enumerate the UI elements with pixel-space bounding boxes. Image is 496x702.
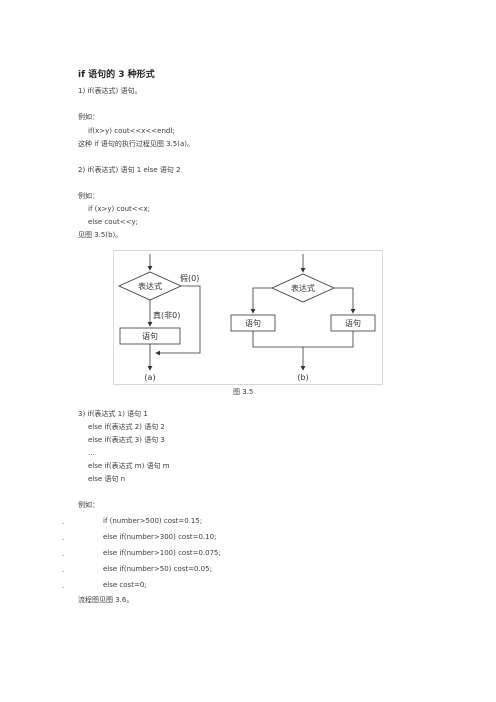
- figure-caption: 图 3.5: [233, 388, 254, 396]
- flowchart-b: 表达式 语句 语句 (b): [230, 254, 376, 382]
- bullet-mark: .: [62, 550, 65, 558]
- form3-code-line: if (number>500) cost=0.15;: [103, 517, 203, 525]
- bullet-mark: .: [62, 582, 65, 590]
- form3-line: else 语句 n: [88, 475, 126, 483]
- flowchart-b-sub-label: (b): [297, 373, 308, 382]
- form1-example-label: 例如：: [78, 113, 99, 121]
- form1-code: if(x>y) cout<<x<<endl;: [88, 127, 175, 135]
- flowchart-b-diamond-label: 表达式: [291, 283, 315, 293]
- form1-title: 1) if(表达式) 语句。: [78, 87, 142, 95]
- flowchart-svg: 表达式 假(0) 真(非0) 语句 (a) 表达式 语句 语句: [113, 250, 383, 385]
- form2-example-label: 例如：: [78, 192, 99, 200]
- flowchart-figure-3-5: 表达式 假(0) 真(非0) 语句 (a) 表达式 语句 语句: [113, 250, 383, 385]
- form3-title: 3) if(表达式 1) 语句 1: [78, 410, 148, 418]
- figure-frame: [113, 250, 383, 385]
- final-note: 流程图见图 3.6。: [78, 596, 134, 604]
- flowchart-a-true-label: 真(非0): [153, 310, 180, 320]
- form3-line: else if(表达式 2) 语句 2: [88, 423, 165, 431]
- flowchart-a-sub-label: (a): [144, 373, 155, 382]
- flowchart-b-left-box-label: 语句: [245, 318, 261, 328]
- form3-code-line: else if(number>50) cost=0.05;: [103, 565, 212, 573]
- flowchart-b-right-box-label: 语句: [345, 318, 361, 328]
- flowchart-a-false-label: 假(0): [180, 274, 199, 283]
- flowchart-b-diamond: [271, 273, 335, 303]
- bullet-mark: .: [62, 518, 65, 526]
- form3-code-line: else if(number>300) cost=0.10;: [103, 533, 217, 541]
- form3-code-line: else if(number>100) cost=0.075;: [103, 549, 221, 557]
- form2-note: 见图 3.5(b)。: [78, 231, 123, 239]
- flowchart-a-statement-label: 语句: [142, 331, 158, 341]
- form3-example-label: 例如：: [78, 501, 99, 509]
- form3-line: else if(表达式 m) 语句 m: [88, 462, 170, 470]
- flowchart-a-diamond-label: 表达式: [138, 281, 162, 291]
- flowchart-a-false-path: [155, 285, 201, 356]
- flowchart-a: 表达式 假(0) 真(非0) 语句 (a): [118, 254, 201, 382]
- bullet-mark: .: [62, 566, 65, 574]
- form3-line: else if(表达式 3) 语句 3: [88, 436, 165, 444]
- form2-code-line-1: if (x>y) cout<<x;: [88, 205, 151, 213]
- form1-note: 这种 if 语句的执行过程见图 3.5(a)。: [78, 140, 194, 148]
- form2-title: 2) if(表达式) 语句 1 else 语句 2: [78, 166, 181, 174]
- form3-line: …: [88, 449, 95, 457]
- form2-code-line-2: else cout<<y;: [88, 218, 138, 226]
- form3-code-line: else cost=0;: [103, 581, 147, 589]
- page-heading: if 语句的 3 种形式: [78, 70, 155, 80]
- bullet-mark: .: [62, 534, 65, 542]
